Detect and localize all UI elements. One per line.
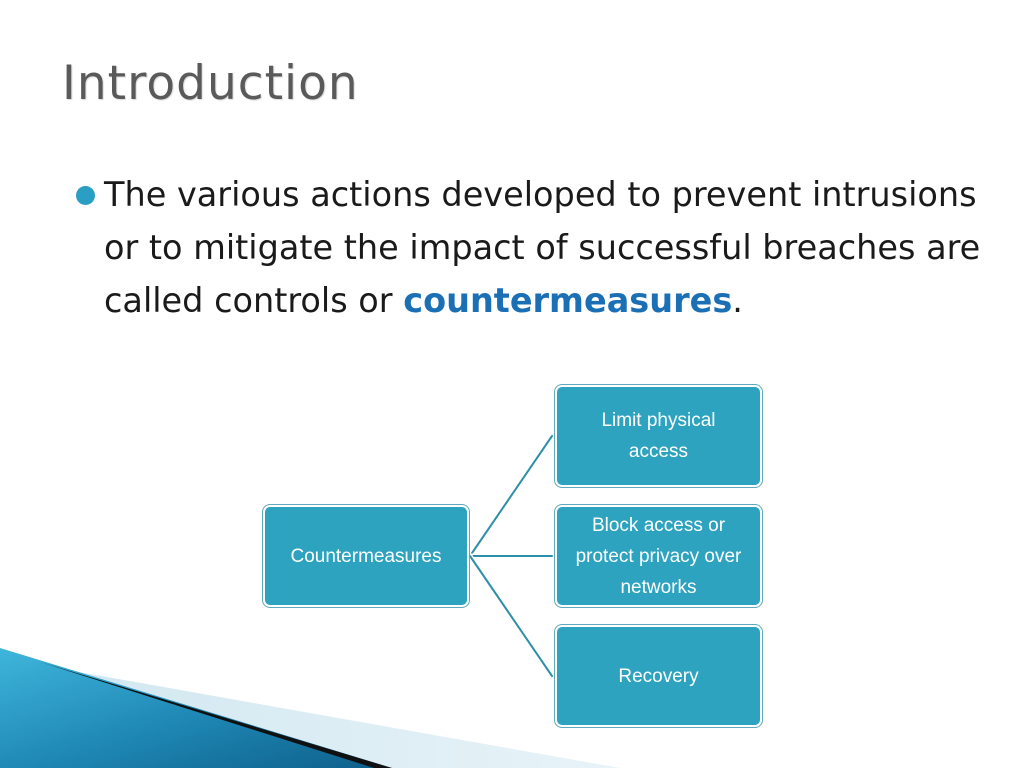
node-limit-physical-access-label: Limit physical access (601, 410, 716, 462)
corner-swoosh-dark (40, 662, 392, 768)
node-block-access-protect-privacy: Block access or protect privacy over net… (555, 505, 762, 607)
node-recovery-label: Recovery (618, 665, 699, 687)
node-block-access-label: Block access or protect privacy over net… (575, 514, 742, 598)
bullet-dot-icon (76, 186, 95, 205)
bullet-text: The various actions developed to prevent… (104, 168, 984, 327)
slide-title: Introduction (62, 56, 359, 111)
bullet-text-main: The various actions developed to prevent… (104, 175, 981, 320)
node-limit-physical-access: Limit physical access (555, 385, 762, 487)
connector-line-0 (469, 435, 553, 557)
node-countermeasures-label: Countermeasures (290, 545, 442, 567)
bullet-text-end: . (732, 281, 743, 320)
node-countermeasures: Countermeasures (263, 505, 469, 607)
bullet-emphasis-term: countermeasures (403, 281, 733, 320)
bullet-point: The various actions developed to prevent… (76, 168, 996, 327)
connector-line-2 (469, 555, 553, 677)
corner-swoosh-blue (0, 648, 392, 768)
node-recovery: Recovery (555, 625, 762, 727)
